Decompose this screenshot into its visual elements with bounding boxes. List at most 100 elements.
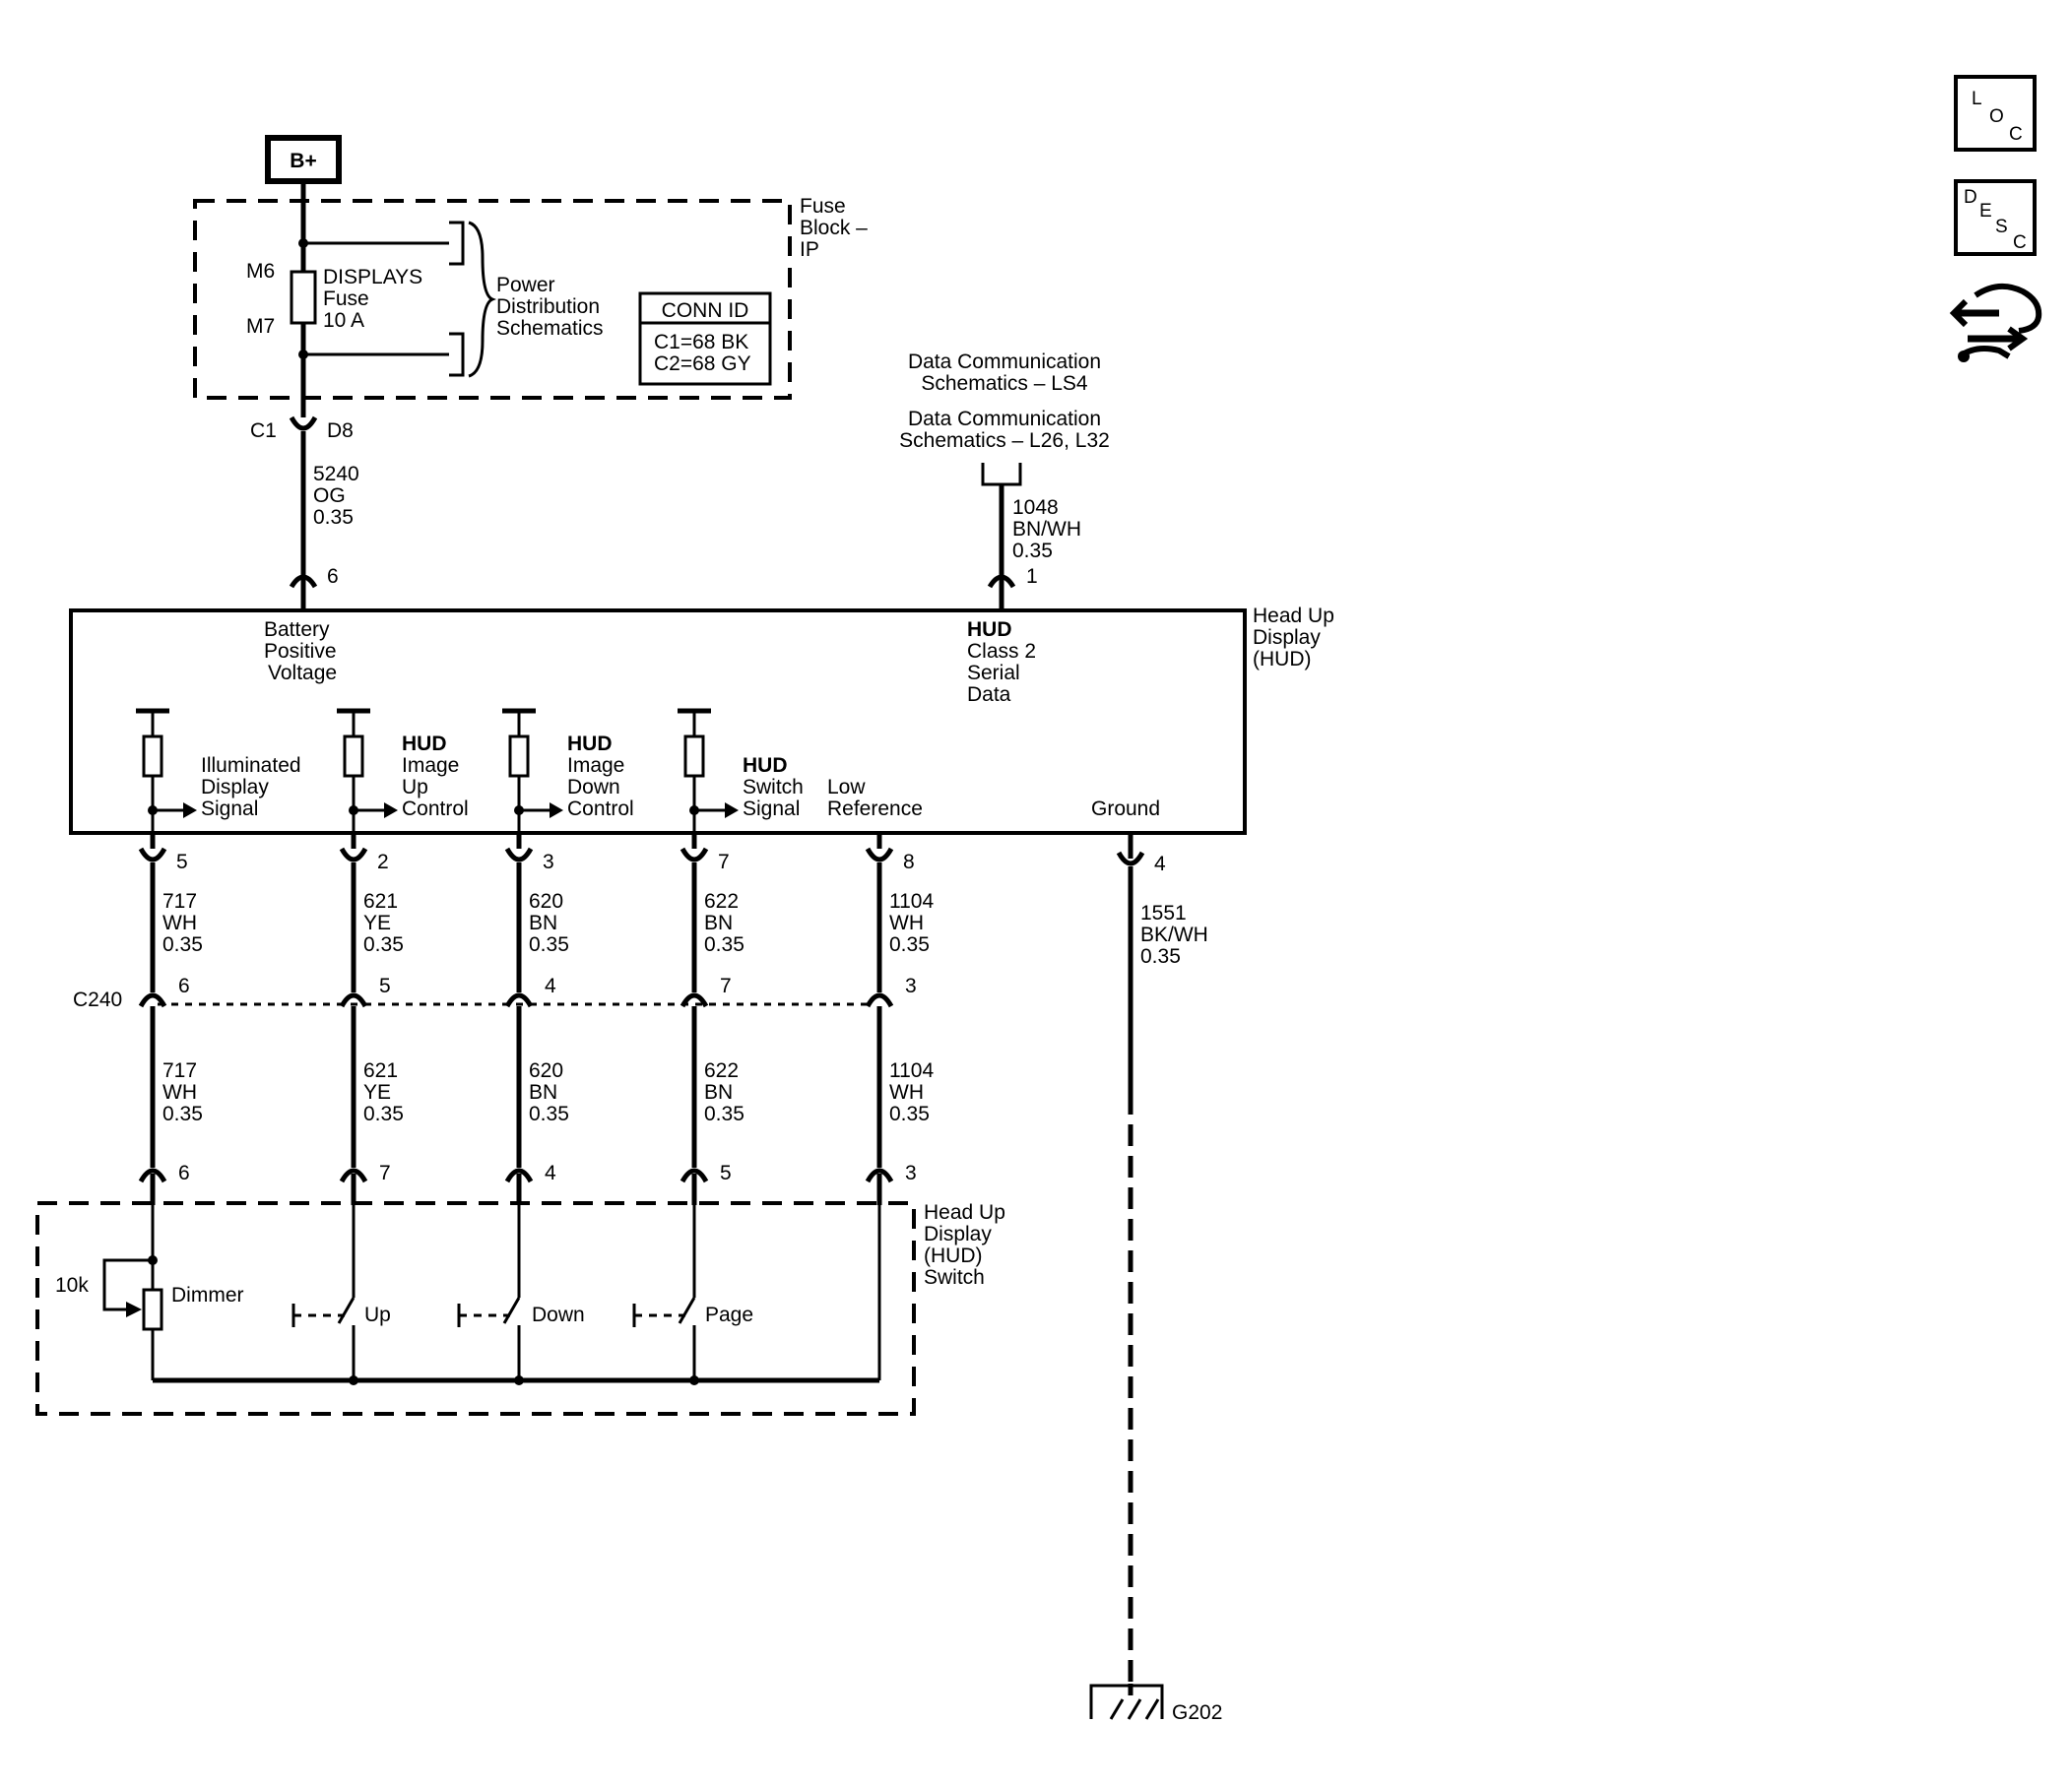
svg-text:Signal: Signal — [201, 798, 258, 820]
svg-text:Control: Control — [402, 798, 469, 820]
svg-text:Schematics – L26, L32: Schematics – L26, L32 — [899, 429, 1110, 452]
hud-switch-outline — [35, 1201, 916, 1416]
c1-connector-label: C1 D8 — [250, 419, 354, 442]
svg-text:Serial: Serial — [967, 662, 1020, 684]
wire-5240-label: 5240 OG 0.35 — [313, 463, 359, 529]
wire-label-gauge: 0.35 — [363, 1103, 404, 1125]
svg-text:Reference: Reference — [827, 798, 923, 820]
wire-label-circuit: 621 — [363, 1059, 398, 1082]
svg-text:Block –: Block – — [800, 217, 868, 239]
svg-text:HUD: HUD — [967, 618, 1012, 641]
battery-positive-voltage-label: Battery Positive Voltage — [264, 618, 337, 684]
svg-text:BN/WH: BN/WH — [1012, 518, 1081, 541]
hud-image-up-control-label: HUD Image Up Control — [402, 733, 469, 820]
hud-pin-4: 4 — [1154, 853, 1166, 875]
switch-pin-7: 7 — [379, 1162, 391, 1184]
svg-text:0.35: 0.35 — [313, 506, 354, 529]
hud-pin-7: 7 — [718, 851, 730, 873]
svg-text:0.35: 0.35 — [1012, 540, 1053, 562]
switch-pin-4: 4 — [545, 1162, 556, 1184]
svg-text:C1=68 BK: C1=68 BK — [654, 331, 748, 353]
internal-resistor-switch-signal — [678, 708, 739, 833]
wire-label-circuit: 717 — [162, 1059, 197, 1082]
svg-text:Power: Power — [496, 274, 555, 296]
svg-text:10 A: 10 A — [323, 309, 364, 332]
svg-text:1048: 1048 — [1012, 496, 1059, 519]
svg-text:IP: IP — [800, 238, 819, 261]
wire-label-gauge: 0.35 — [162, 1103, 203, 1125]
wire-label-gauge: 0.35 — [889, 933, 930, 956]
page-switch: Page — [632, 1203, 753, 1380]
hud-module-box — [69, 608, 1247, 835]
up-switch: Up — [291, 1203, 391, 1380]
switch-pin-3: 3 — [905, 1162, 917, 1184]
hud-pin-8: 8 — [903, 851, 915, 873]
c240-pin-5: 5 — [379, 975, 391, 997]
wire-label-color: BN — [704, 1081, 733, 1104]
svg-text:Data Communication: Data Communication — [908, 408, 1101, 430]
svg-text:CONN ID: CONN ID — [662, 299, 749, 322]
wire-label-circuit: 622 — [704, 1059, 739, 1082]
fuse-labels: M6 M7 DISPLAYS Fuse 10 A — [246, 260, 422, 338]
svg-text:HUD: HUD — [743, 754, 788, 777]
page-switch-label: Page — [705, 1304, 753, 1326]
hud-switch-label: Head Up Display (HUD) Switch — [924, 1201, 1005, 1289]
svg-text:E: E — [1979, 201, 1992, 222]
wire-label-color: WH — [889, 1081, 924, 1104]
svg-text:Down: Down — [567, 776, 620, 798]
svg-text:Fuse: Fuse — [800, 195, 846, 218]
wire-label-color: BN — [704, 912, 733, 934]
bplus-label: B+ — [290, 150, 316, 172]
svg-text:BK/WH: BK/WH — [1140, 924, 1208, 946]
wire-label-gauge: 0.35 — [889, 1103, 930, 1125]
wire-label-circuit: 622 — [704, 890, 739, 913]
switch-pin-6: 6 — [178, 1162, 190, 1184]
fuse-block-outline — [193, 199, 792, 400]
svg-text:Distribution: Distribution — [496, 295, 600, 318]
svg-text:Class 2: Class 2 — [967, 640, 1036, 663]
svg-text:(HUD): (HUD) — [924, 1245, 982, 1267]
dimmer-potentiometer: 10k Dimmer — [55, 1203, 244, 1380]
svg-text:Switch: Switch — [924, 1266, 985, 1289]
circuit-wires: 5717WH0.356717WH0.3562621YE0.355621YE0.3… — [138, 833, 934, 1205]
wire-label-gauge: 0.35 — [529, 1103, 569, 1125]
svg-text:Voltage: Voltage — [268, 662, 337, 684]
svg-text:Up: Up — [402, 776, 428, 798]
hud-pin-6: 6 — [327, 565, 339, 588]
svg-text:Switch: Switch — [743, 776, 804, 798]
c240-pin-3: 3 — [905, 975, 917, 997]
svg-text:Head Up: Head Up — [1253, 605, 1334, 627]
up-switch-label: Up — [364, 1304, 391, 1326]
internal-resistor-image-up — [337, 708, 398, 833]
wire-label-color: WH — [889, 912, 924, 934]
svg-text:Schematics – LS4: Schematics – LS4 — [921, 372, 1088, 395]
svg-text:Display: Display — [924, 1223, 992, 1245]
battery-positive-source: B+ — [265, 135, 342, 184]
svg-text:HUD: HUD — [567, 733, 613, 755]
nav-loc-button[interactable]: L O C — [1954, 75, 2037, 152]
svg-text:D: D — [1964, 187, 1977, 208]
svg-text:Image: Image — [567, 754, 624, 777]
nav-desc-button[interactable]: D E S C — [1954, 179, 2037, 256]
hud-pin-1: 1 — [1026, 565, 1038, 588]
svg-text:DISPLAYS: DISPLAYS — [323, 266, 422, 288]
switch-pin-5: 5 — [720, 1162, 732, 1184]
down-switch: Down — [457, 1203, 585, 1380]
low-reference-label: Low Reference — [827, 776, 923, 820]
hud-pin-3: 3 — [543, 851, 554, 873]
ground-g202-label: G202 — [1172, 1701, 1222, 1724]
fuse-block-label: Fuse Block – IP — [800, 195, 868, 261]
wire-label-circuit: 717 — [162, 890, 197, 913]
connector-hand-icon[interactable] — [1949, 283, 2042, 362]
hud-module-label: Head Up Display (HUD) — [1253, 605, 1334, 670]
wire-label-circuit: 620 — [529, 890, 563, 913]
svg-text:Schematics: Schematics — [496, 317, 604, 340]
wire-label-gauge: 0.35 — [529, 933, 569, 956]
down-switch-label: Down — [532, 1304, 585, 1326]
svg-text:Fuse: Fuse — [323, 287, 369, 310]
svg-text:Positive: Positive — [264, 640, 337, 663]
